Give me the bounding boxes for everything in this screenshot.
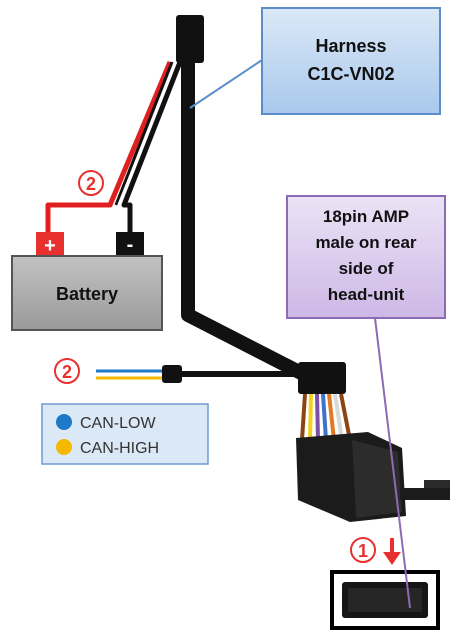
connector-leader — [374, 317, 411, 609]
battery-plus-terminal — [36, 232, 64, 256]
down-arrow-icon — [383, 538, 401, 565]
step-marker-connector: 1 — [350, 537, 376, 563]
battery-minus-sign: - — [127, 234, 134, 256]
can-low-dot — [56, 414, 72, 430]
can-high-dot — [56, 439, 72, 455]
connector-label-line4: head-unit — [328, 285, 405, 304]
connector-label-line1: 18pin AMP — [323, 207, 409, 226]
harness-leader — [189, 59, 263, 109]
can-low-label: CAN-LOW — [80, 415, 156, 432]
battery-wires — [45, 61, 183, 232]
harness-label-line2: C1C-VN02 — [307, 64, 394, 84]
black-wire — [121, 61, 183, 232]
battery-minus-terminal — [116, 232, 144, 256]
harness-callout: Harness C1C-VN02 — [261, 7, 441, 115]
wire-gap — [117, 61, 177, 206]
battery-plus-sign: + — [44, 235, 56, 257]
harness-label-line1: Harness — [315, 36, 386, 56]
pin-socket — [330, 570, 440, 630]
colored-wire-bundle — [300, 393, 352, 441]
can-legend: CAN-LOW CAN-HIGH — [41, 403, 209, 465]
step-marker-can-number: 2 — [62, 362, 72, 382]
can-high-label: CAN-HIGH — [80, 440, 159, 457]
battery: + - Battery — [11, 232, 163, 331]
can-plug — [162, 365, 182, 383]
can-wires — [96, 365, 305, 383]
step-marker-connector-number: 1 — [358, 541, 368, 561]
harness-connector — [176, 15, 204, 63]
connector-label-line3: side of — [339, 259, 394, 278]
step-marker-can: 2 — [54, 358, 80, 384]
connector-label-line2: male on rear — [315, 233, 416, 252]
red-wire-core — [114, 61, 174, 206]
step-marker-battery: 2 — [78, 170, 104, 196]
battery-body — [11, 255, 163, 331]
red-wire — [45, 61, 173, 232]
connector-callout: 18pin AMP male on rear side of head-unit — [286, 195, 446, 319]
step-marker-battery-number: 2 — [86, 174, 96, 194]
head-unit-connector — [296, 362, 450, 522]
battery-label: Battery — [56, 284, 118, 304]
